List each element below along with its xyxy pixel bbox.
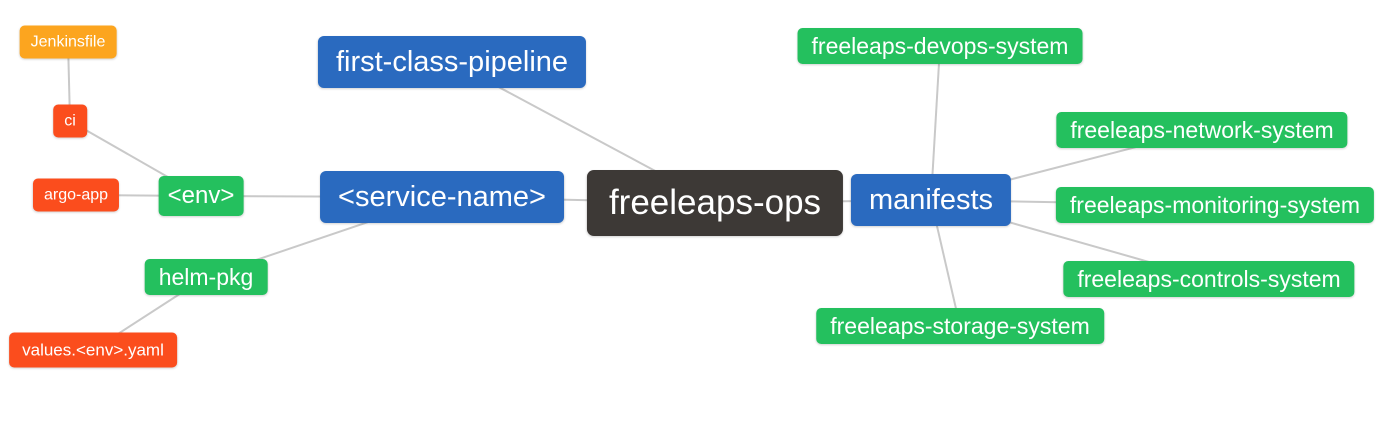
node-freeleaps-monitoring-system[interactable]: freeleaps-monitoring-system [1055,187,1375,223]
node-freeleaps-network-system[interactable]: freeleaps-network-system [1056,112,1348,148]
node-freeleaps-storage-system[interactable]: freeleaps-storage-system [816,308,1104,344]
node-helm-pkg[interactable]: helm-pkg [144,259,268,295]
node-env[interactable]: <env> [158,176,244,216]
node-manifests[interactable]: manifests [850,174,1012,226]
node-freeleaps-ops-root[interactable]: freeleaps-ops [586,170,844,236]
node-ci[interactable]: ci [53,104,87,138]
node-first-class-pipeline[interactable]: first-class-pipeline [317,36,587,88]
node-argo-app[interactable]: argo-app [32,178,120,212]
node-freeleaps-devops-system[interactable]: freeleaps-devops-system [797,28,1083,64]
node-service-name[interactable]: <service-name> [320,171,564,223]
node-values-env-yaml[interactable]: values.<env>.yaml [9,332,177,368]
node-jenkinsfile[interactable]: Jenkinsfile [19,25,117,59]
node-freeleaps-controls-system[interactable]: freeleaps-controls-system [1063,261,1355,297]
